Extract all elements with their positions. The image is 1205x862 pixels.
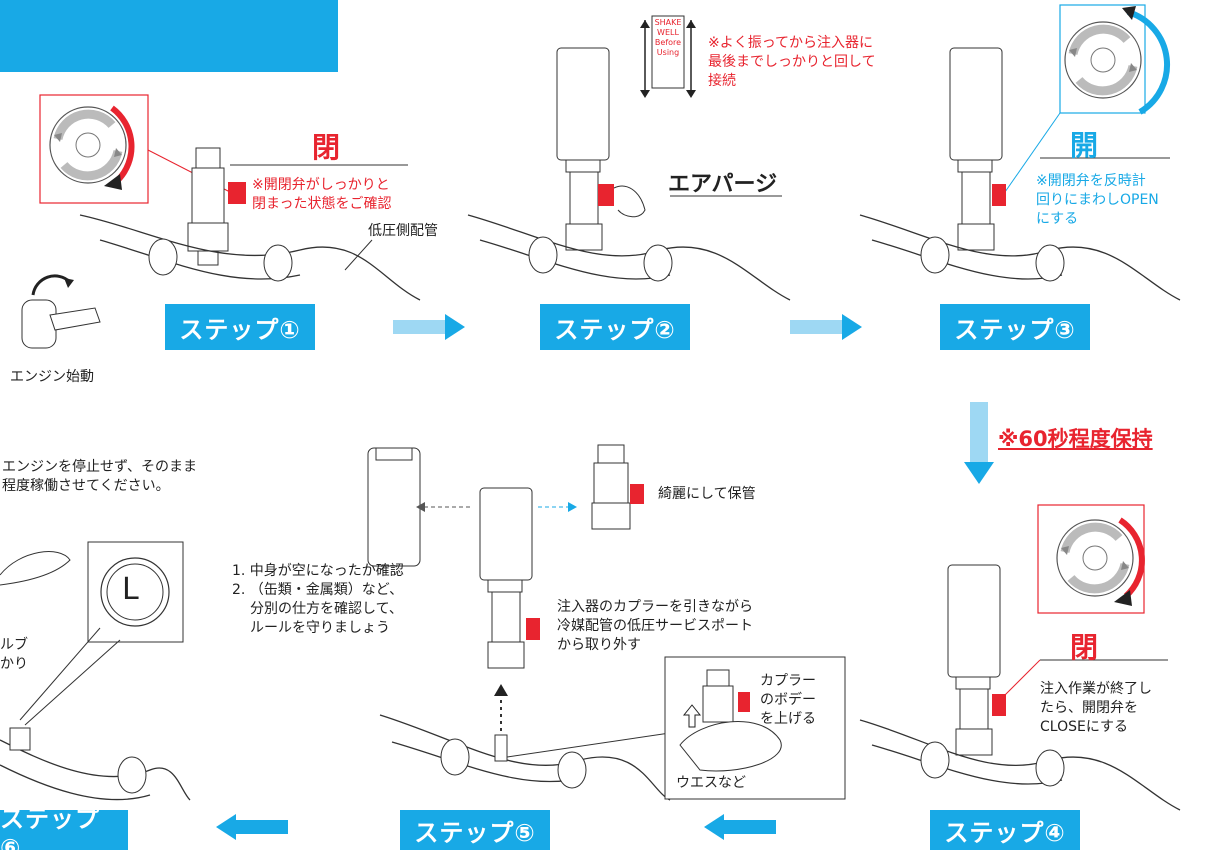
step6-note-line: 程度稼働させてください。 <box>2 478 170 494</box>
step4-note-line: たら、開閉弁を <box>1040 700 1138 716</box>
step3-note: ※開閉弁を反時計 回りにまわしOPEN にする <box>1036 172 1159 229</box>
step1-note-line: ※開閉弁がしっかりと <box>252 177 390 193</box>
step4-note-line: CLOSEにする <box>1040 719 1128 735</box>
step2-note-line: ※よく振ってから注入器に <box>708 35 874 51</box>
close-arrow <box>110 105 135 183</box>
step-5-badge: ステップ⑤ <box>400 810 550 850</box>
remove-instructions: 注入器のカプラーを引きながら 冷媒配管の低圧サービスポート から取り外す <box>557 598 753 655</box>
step6-partial-note: ルブ かり <box>0 636 28 674</box>
air-purge-label: エアパージ <box>668 172 778 197</box>
coupler-line: のボデー <box>760 692 816 708</box>
step-1-badge: ステップ① <box>165 304 315 350</box>
step6-partial-line: かり <box>0 656 28 672</box>
cap-letter: L <box>122 572 139 607</box>
shake-line: WELL <box>657 28 679 37</box>
step4-note-line: 注入作業が終了し <box>1040 681 1152 697</box>
step4-note: 注入作業が終了し たら、開閉弁を CLOSEにする <box>1040 680 1152 737</box>
disposal-instructions: 1. 中身が空になったか確認 2. （缶類・金属類）など、 分別の仕方を確認して… <box>232 562 404 638</box>
remove-line: 冷媒配管の低圧サービスポート <box>557 618 753 634</box>
step6-note: エンジンを停止せず、そのまま 程度稼働させてください。 <box>2 458 197 496</box>
step6-note-line: エンジンを停止せず、そのまま <box>2 459 198 475</box>
disposal-line: 2. （缶類・金属類）など、 <box>232 582 404 598</box>
store-label: 綺麗にして保管 <box>658 486 756 502</box>
hold-note: ※60秒程度保持 <box>998 427 1153 451</box>
step1-note-line: 閉まった状態をご確認 <box>252 196 392 212</box>
step6-partial-line: ルブ <box>0 637 28 653</box>
shake-line: SHAKE <box>654 18 682 27</box>
step-6-badge: ステップ⑥ <box>0 805 128 862</box>
step3-note-line: にする <box>1036 211 1079 227</box>
step4-state: 閉 <box>1070 631 1099 664</box>
shake-line: Using <box>656 48 680 57</box>
remove-line: から取り外す <box>557 637 641 653</box>
step1-state: 閉 <box>312 131 341 164</box>
waste-cloth-label: ウエスなど <box>676 775 746 791</box>
step2-note: ※よく振ってから注入器に 最後までしっかりと回して 接続 <box>708 34 876 91</box>
step-3-badge: ステップ③ <box>940 304 1090 350</box>
step-2-badge: ステップ② <box>540 304 690 350</box>
disposal-line: 分別の仕方を確認して、 <box>250 601 403 617</box>
step1-note: ※開閉弁がしっかりと 閉まった状態をご確認 <box>252 176 391 214</box>
step-4-badge: ステップ④ <box>930 810 1080 850</box>
step2-note-line: 接続 <box>708 73 736 89</box>
disposal-line: 1. 中身が空になったか確認 <box>232 563 404 579</box>
pipe-label: 低圧側配管 <box>368 223 438 239</box>
disposal-line: ルールを守りましょう <box>250 620 390 636</box>
step3-state: 開 <box>1070 129 1099 162</box>
shake-can-label: SHAKE WELL Before Using <box>652 18 684 58</box>
step3-note-line: ※開閉弁を反時計 <box>1036 173 1146 189</box>
step2-note-line: 最後までしっかりと回して <box>708 54 876 70</box>
coupler-line: を上げる <box>760 711 816 727</box>
coupler-line: カプラー <box>760 673 816 689</box>
shake-line: Before <box>654 38 682 47</box>
engine-start-label: エンジン始動 <box>10 369 94 385</box>
coupler-label: カプラー のボデー を上げる <box>760 672 816 729</box>
step3-note-line: 回りにまわしOPEN <box>1036 192 1159 208</box>
title-banner <box>0 0 338 72</box>
remove-line: 注入器のカプラーを引きながら <box>557 599 753 615</box>
